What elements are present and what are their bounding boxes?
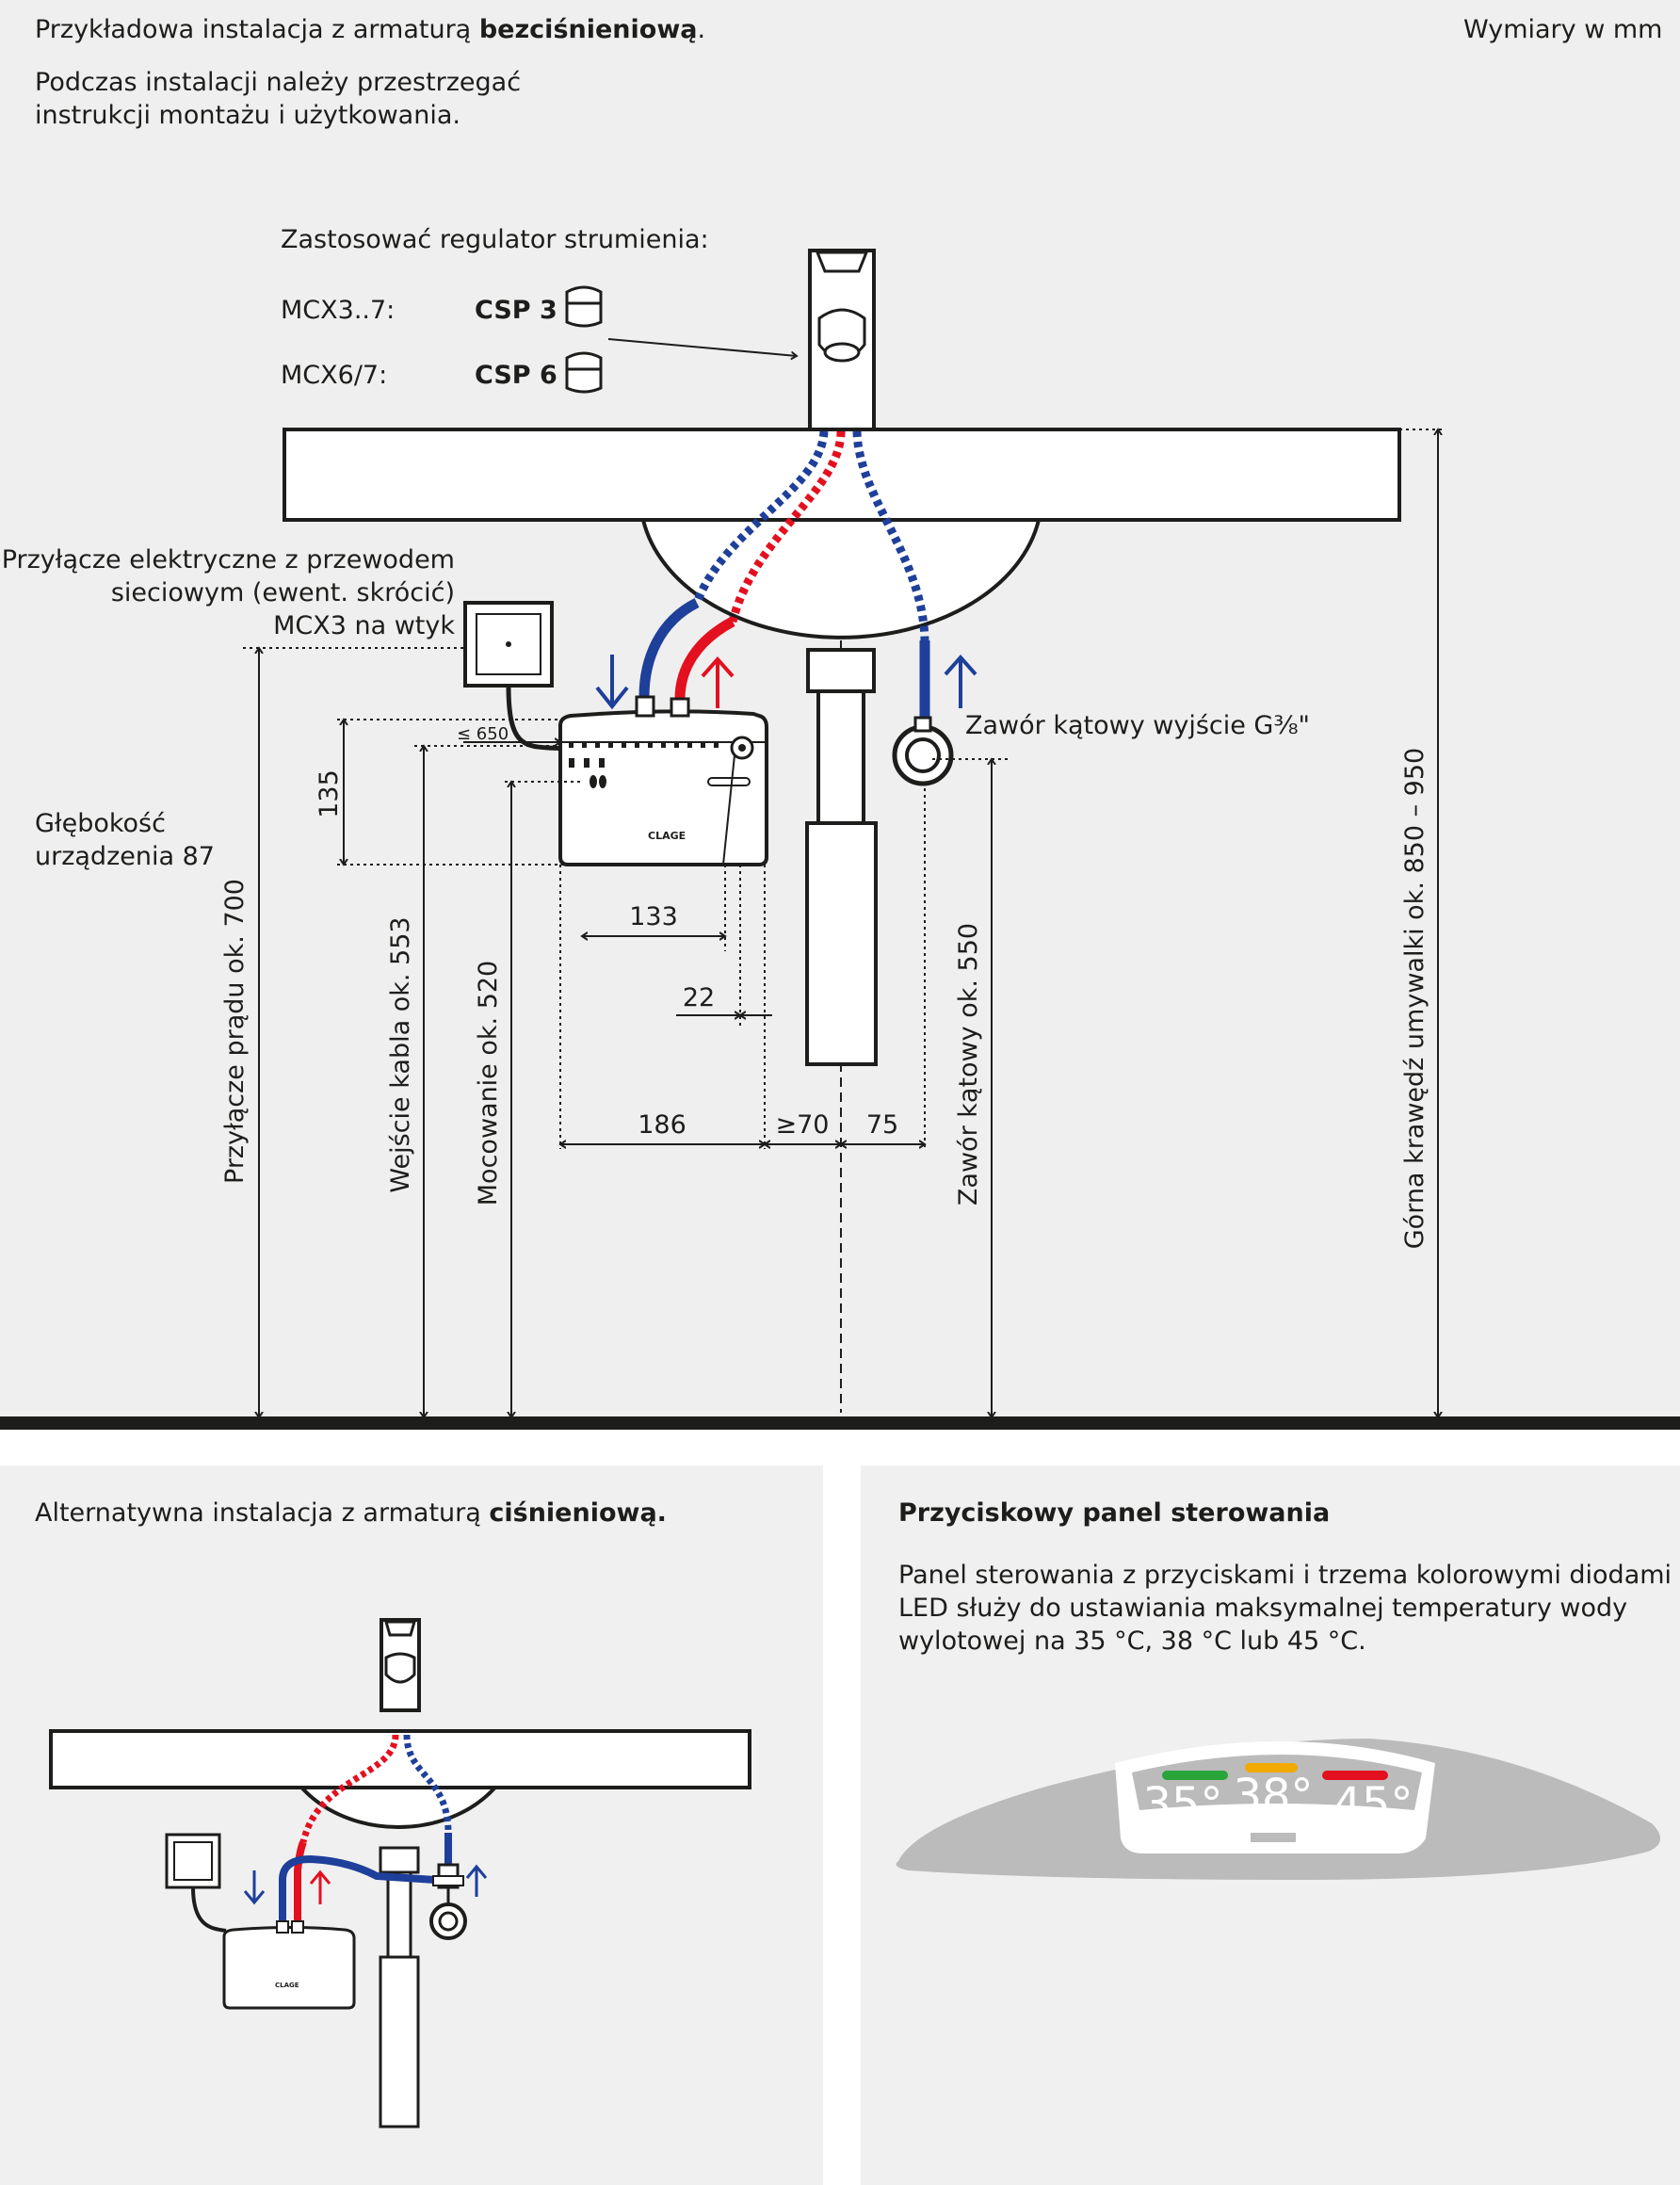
- device-logo: CLAGE: [648, 830, 686, 842]
- alt-installation-title: Alternatywna instalacja z armaturą ciśni…: [35, 1498, 667, 1528]
- drain-neck: [806, 648, 876, 693]
- regulator-csp-1: CSP 3: [475, 296, 557, 325]
- dim-700: Przyłącze prądu ok. 700: [220, 879, 250, 1184]
- alt-device-logo: CLAGE: [275, 1982, 299, 1989]
- hot-outflow-arrow: [701, 656, 735, 708]
- basin-bowl: [641, 519, 1041, 639]
- valve-label: Zawór kątowy wyjście G⅜": [965, 711, 1310, 740]
- units-note: Wymiary w mm: [1463, 15, 1663, 44]
- alt-water-heater: [222, 1926, 356, 2010]
- drain-pipe-upper: [816, 689, 865, 825]
- water-heater-device: [558, 709, 768, 866]
- control-panel-desc-line3: wylotowej na 35 °C, 38 °C lub 45 °C.: [898, 1627, 1366, 1656]
- control-button[interactable]: [1251, 1833, 1296, 1842]
- electric-label-line1: Przyłącze elektryczne z przewodem: [1, 545, 455, 575]
- instruction-note-line1: Podczas instalacji należy przestrzegać: [35, 68, 522, 97]
- led-display-strip: [1132, 1755, 1422, 1810]
- faucet-lever: [815, 251, 869, 273]
- temp-45: 45°: [1333, 1778, 1413, 1831]
- led-45: [1322, 1771, 1388, 1780]
- alt-drain-pipe: [379, 1955, 420, 2128]
- led-38: [1245, 1763, 1298, 1772]
- power-cable: [506, 685, 566, 752]
- regulator-heading: Zastosować regulator strumienia:: [281, 225, 709, 254]
- intro-text: Przykładowa instalacja z armaturą bezciś…: [35, 15, 706, 44]
- control-panel-desc-line1: Panel sterowania z przyciskami i trzema …: [898, 1561, 1672, 1590]
- dim-650: ≤ 650: [457, 724, 509, 744]
- dim-75: 75: [866, 1110, 898, 1140]
- temp-38: 38°: [1233, 1770, 1313, 1822]
- dim-520: Mocowanie ok. 520: [474, 961, 503, 1206]
- electric-label-line2: sieciowym (ewent. skrócić): [110, 578, 455, 607]
- cold-hose: [638, 598, 700, 698]
- regulator-model-1: MCX3..7:: [281, 296, 396, 325]
- instruction-note-line2: instrukcji montażu i użytkowania.: [35, 101, 460, 130]
- outlet-flow-arrow: [944, 654, 977, 708]
- cold-inflow-arrow: [595, 655, 629, 710]
- hot-hose: [674, 617, 735, 700]
- dim-70: ≥70: [776, 1110, 830, 1140]
- dim-133: 133: [629, 902, 678, 931]
- drain-pipe-lower: [805, 821, 878, 1066]
- dim-550: Zawór kątowy ok. 550: [954, 923, 983, 1206]
- control-panel-desc-line2: LED służy do ustawiania maksymalnej temp…: [898, 1594, 1628, 1623]
- dim-850: Górna krawędź umywalki ok. 850 – 950: [1400, 748, 1430, 1249]
- mixed-hose-dashed: [852, 430, 929, 641]
- dim-186: 186: [638, 1110, 687, 1140]
- depth-label-line1: Głębokość: [35, 809, 166, 838]
- led-35: [1162, 1771, 1228, 1780]
- depth-label-line2: urządzenia 87: [35, 842, 215, 871]
- installation-diagram: CLAGE: [0, 249, 1680, 1430]
- csp3-regulator-icon: [565, 285, 603, 328]
- csp6-regulator-icon: [565, 351, 603, 394]
- cold-hose-dashed: [692, 430, 829, 605]
- temp-35: 35°: [1142, 1778, 1222, 1831]
- regulator-model-2: MCX6/7:: [281, 361, 388, 390]
- floor-line: [0, 1416, 1680, 1430]
- control-panel-graphic: 35° 38° 45°: [896, 1739, 1661, 1880]
- control-panel-title: Przyciskowy panel sterowania: [898, 1498, 1331, 1528]
- dim-553: Wejście kabla ok. 553: [386, 916, 415, 1192]
- alt-installation-diagram: CLAGE: [49, 1618, 751, 2128]
- regulator-pointer-arrow: [607, 338, 797, 356]
- dim-135: 135: [315, 769, 344, 818]
- regulator-csp-2: CSP 6: [475, 361, 557, 390]
- hot-hose-dashed: [728, 430, 846, 623]
- alt-countertop: [49, 1729, 751, 1789]
- dim-22: 22: [683, 983, 715, 1012]
- electric-label-line3: MCX3 na wtyk: [273, 611, 455, 640]
